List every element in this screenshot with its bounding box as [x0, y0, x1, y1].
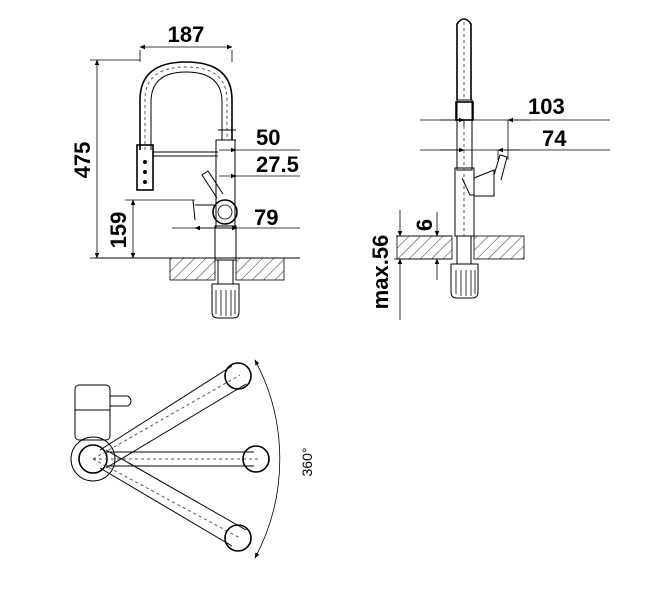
front-lever-handle: [201, 170, 224, 199]
top-base-outer: [70, 436, 116, 482]
side-lever: [473, 169, 495, 197]
front-spray-head: [136, 144, 154, 191]
dim-reach-outer-103: 103: [528, 94, 565, 119]
rotation-arc: [254, 359, 281, 559]
dim-lever-reach-79: 79: [254, 205, 278, 230]
dim-deck-6: 6: [412, 219, 437, 231]
dim-reach-inner-74: 74: [542, 126, 567, 151]
dim-lever-height-159: 159: [106, 212, 131, 249]
front-shank: [217, 259, 234, 285]
front-base: [214, 225, 237, 261]
front-lever-knob: [212, 199, 238, 225]
dim-max-deck-56: max.56: [368, 235, 393, 310]
top-spray-head-upper: [224, 362, 252, 390]
dim-spray-offset-27-5: 27.5: [256, 152, 299, 177]
side-shank: [456, 235, 472, 265]
top-lever-body: [74, 384, 111, 441]
side-nut: [450, 263, 479, 299]
top-spray-head-middle: [242, 445, 270, 473]
front-view: 187 475 159 50 27.5 79: [70, 22, 300, 319]
front-spout-inner: [150, 71, 223, 150]
dim-height-475: 475: [70, 142, 95, 179]
front-nut: [211, 283, 240, 319]
side-spout: [456, 18, 472, 100]
side-view: 103 74 6 max.56: [368, 18, 610, 320]
top-spray-head-lower: [224, 524, 252, 552]
front-spout-outer: [139, 61, 233, 150]
side-collar: [455, 101, 474, 121]
front-counter-left: [169, 257, 216, 281]
side-base: [454, 167, 475, 237]
top-view: 360°: [70, 359, 315, 559]
side-counter-right: [473, 235, 525, 260]
front-counter-right: [235, 257, 285, 281]
rotation-360-label: 360°: [299, 448, 315, 477]
dim-spout-offset-50: 50: [256, 125, 280, 150]
side-counter-left: [396, 235, 453, 260]
dim-width-187: 187: [168, 22, 205, 47]
